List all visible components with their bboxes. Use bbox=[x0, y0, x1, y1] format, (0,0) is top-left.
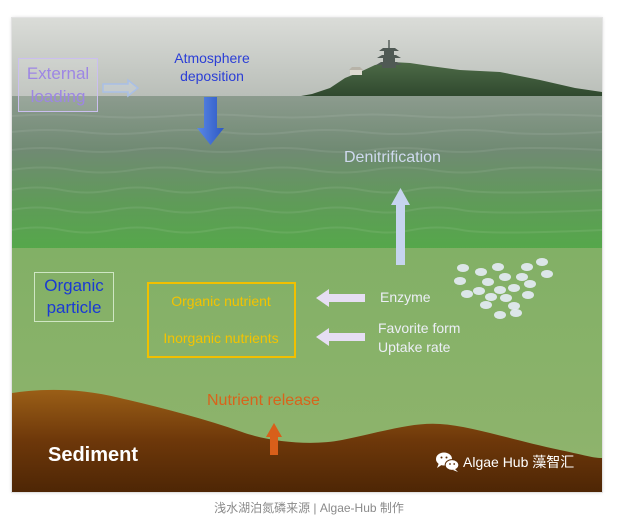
shore-building bbox=[349, 67, 363, 75]
dot bbox=[524, 280, 536, 288]
phytoplankton-dots bbox=[454, 258, 553, 319]
dot bbox=[492, 263, 504, 271]
pagoda bbox=[376, 40, 402, 68]
dot bbox=[454, 277, 466, 285]
dot bbox=[500, 294, 512, 302]
dot bbox=[521, 263, 533, 271]
dot bbox=[510, 309, 522, 317]
dot bbox=[482, 278, 494, 286]
water-ripples bbox=[12, 113, 602, 234]
organic-particle-line1: Organic bbox=[44, 276, 104, 295]
atmosphere-deposition-line1: Atmosphere bbox=[174, 50, 250, 66]
nutrient-release-label: Nutrient release bbox=[207, 392, 320, 409]
figure-caption: 浅水湖泊氮磷来源 | Algae-Hub 制作 bbox=[214, 501, 404, 515]
dot bbox=[508, 284, 520, 292]
dot bbox=[508, 302, 520, 310]
dot bbox=[475, 268, 487, 276]
island-hill bbox=[290, 62, 602, 100]
atmosphere-deposition-label: Atmosphere deposition bbox=[152, 49, 272, 85]
dot bbox=[485, 293, 497, 301]
dot bbox=[494, 286, 506, 294]
dot bbox=[516, 273, 528, 281]
dot bbox=[541, 270, 553, 278]
organic-nutrient-label: Organic nutrient bbox=[171, 293, 271, 309]
nutrient-release-arrow bbox=[266, 423, 282, 455]
favorite-form-label: Favorite form bbox=[378, 320, 461, 336]
dot bbox=[494, 311, 506, 319]
enzyme-arrow bbox=[316, 289, 365, 307]
external-loading-box: External loading bbox=[18, 58, 98, 112]
lake-nutrient-diagram: External loading Atmosphere deposition D… bbox=[12, 18, 602, 492]
wechat-icon bbox=[436, 452, 460, 472]
organic-particle-box: Organic particle bbox=[34, 272, 114, 322]
atmosphere-deposition-arrow bbox=[197, 97, 224, 145]
watermark-text: Algae Hub 藻智汇 bbox=[463, 454, 575, 470]
dot bbox=[522, 291, 534, 299]
uptake-rate-label: Uptake rate bbox=[378, 339, 451, 355]
sediment-label: Sediment bbox=[48, 444, 139, 466]
uptake-arrow bbox=[316, 328, 365, 346]
nutrient-pool-box: Organic nutrient Inorganic nutrients bbox=[147, 282, 296, 358]
dot bbox=[536, 258, 548, 266]
enzyme-label: Enzyme bbox=[380, 289, 431, 305]
external-loading-arrow bbox=[102, 78, 140, 98]
dot bbox=[499, 273, 511, 281]
atmosphere-deposition-line2: deposition bbox=[180, 68, 244, 84]
lake-surface bbox=[12, 96, 602, 250]
dot bbox=[461, 290, 473, 298]
dot bbox=[457, 264, 469, 272]
lake-scene bbox=[12, 18, 602, 492]
denitrification-arrow bbox=[391, 188, 410, 265]
external-loading-label-line2: loading bbox=[30, 87, 86, 106]
inorganic-nutrients-label: Inorganic nutrients bbox=[163, 330, 279, 346]
denitrification-label: Denitrification bbox=[344, 149, 441, 166]
organic-particle-line2: particle bbox=[46, 298, 102, 317]
external-loading-label-line1: External bbox=[26, 64, 90, 83]
dot bbox=[480, 301, 492, 309]
dot bbox=[473, 287, 485, 295]
